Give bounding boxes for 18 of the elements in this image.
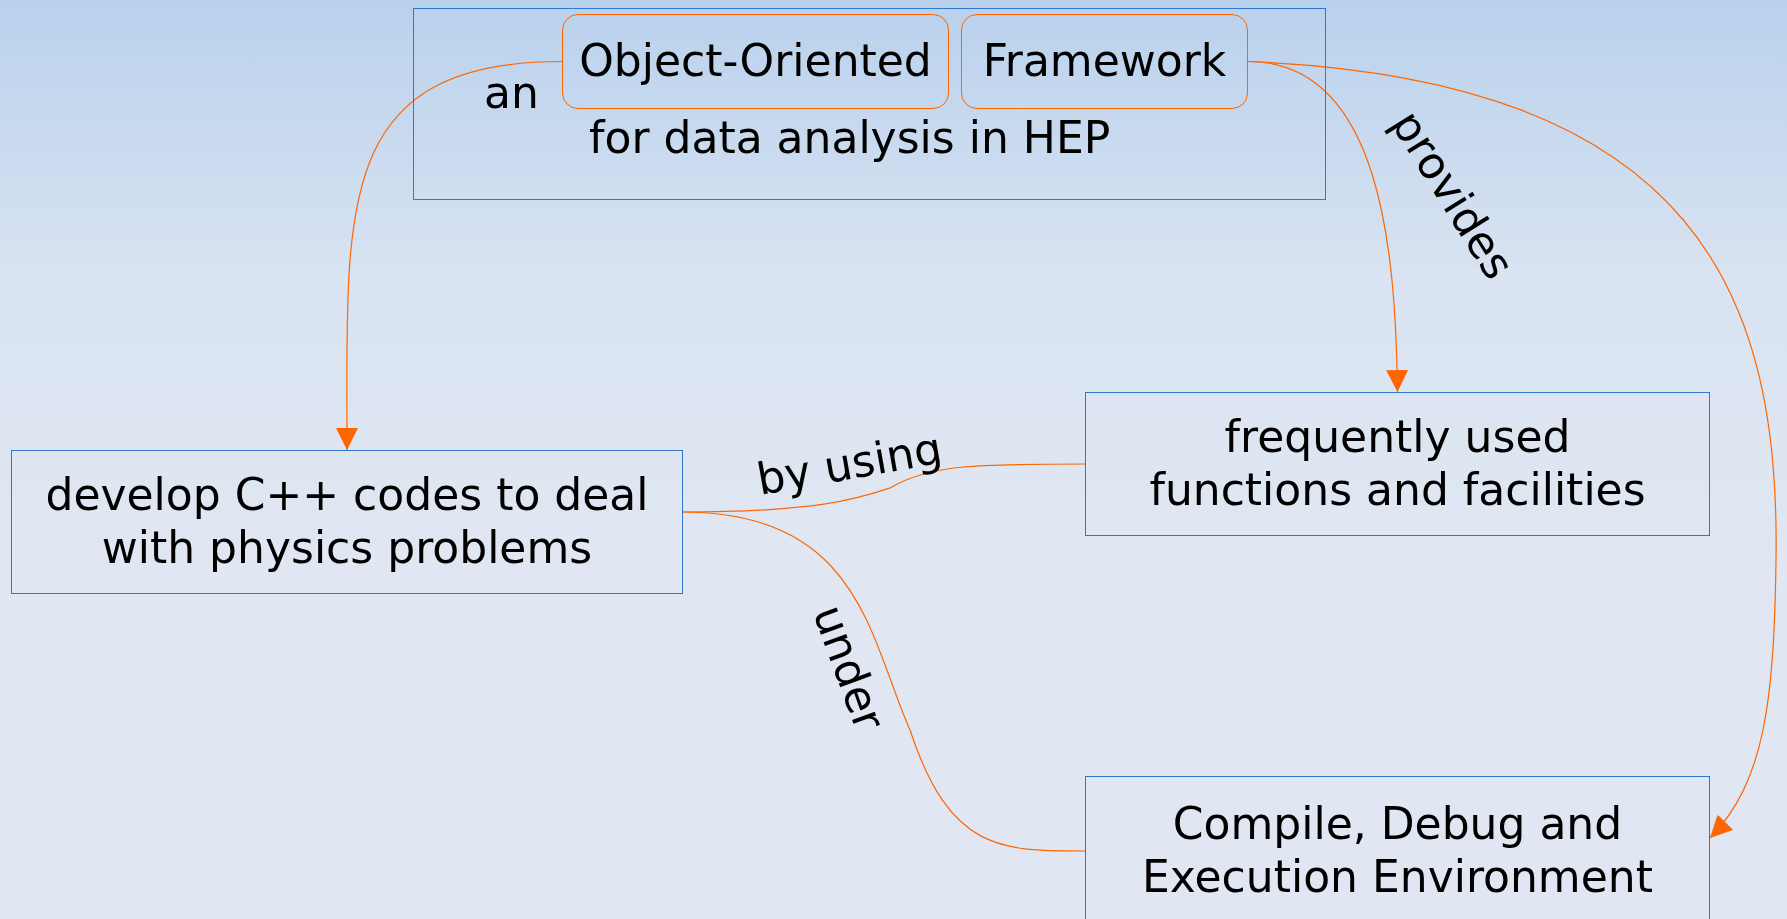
box-text: Compile, Debug and Execution Environment	[1141, 798, 1654, 904]
box-text: Framework	[982, 35, 1227, 88]
box-text: Object-Oriented	[579, 35, 932, 88]
edge-label: by using	[752, 421, 946, 505]
title-text: an	[484, 67, 539, 120]
title-box	[413, 8, 1326, 200]
edge-label: under	[802, 597, 895, 737]
box-text: frequently used functions and facilities	[1148, 411, 1647, 517]
title-text: for data analysis in HEP	[589, 112, 1111, 165]
term-box	[961, 14, 1248, 109]
process-box	[11, 450, 683, 594]
process-box	[1085, 776, 1710, 919]
connector-line	[682, 511, 1086, 852]
term-box	[562, 14, 949, 109]
arrow	[335, 60, 563, 451]
arrow	[1247, 60, 1777, 839]
process-box	[1085, 392, 1710, 536]
box-text: develop C++ codes to deal with physics problems	[44, 469, 650, 575]
